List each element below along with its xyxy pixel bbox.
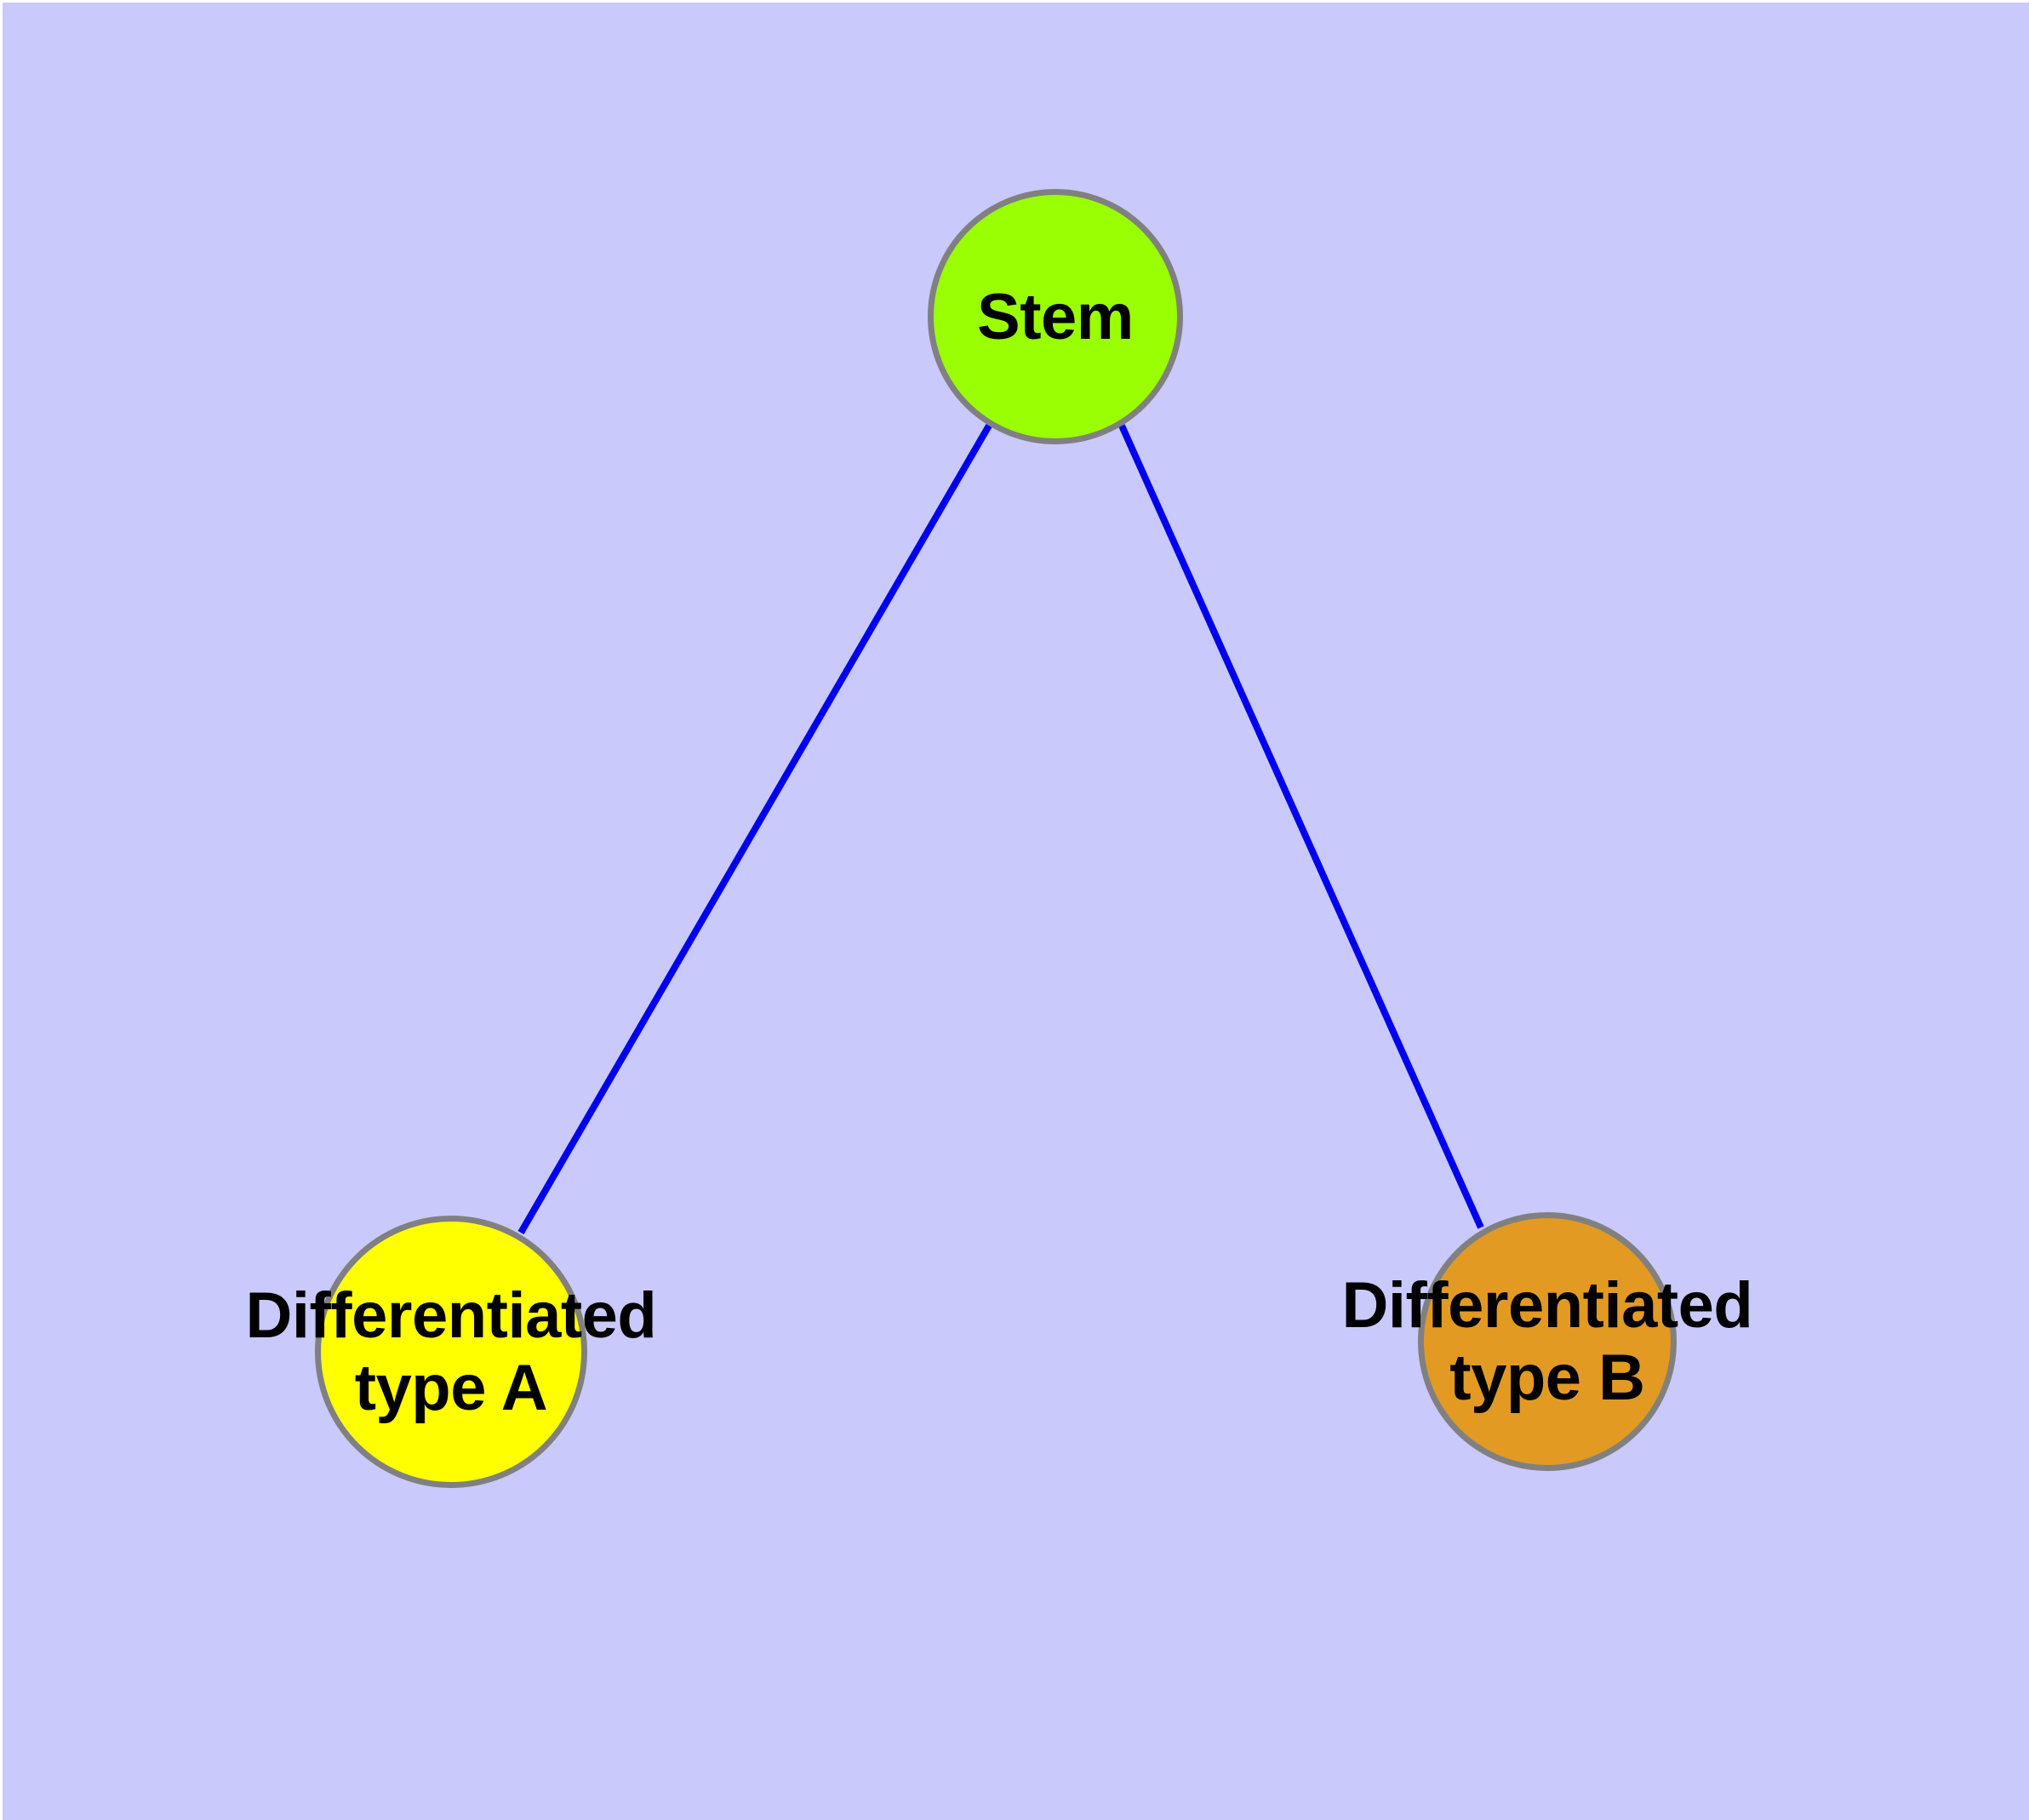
graph-edge-stem-diff_b bbox=[1118, 424, 1484, 1229]
graph-node-diff_b[interactable] bbox=[1418, 1212, 1677, 1471]
graph-edge-stem-diff_a bbox=[517, 423, 992, 1235]
graph-node-stem[interactable] bbox=[928, 189, 1183, 444]
edges-group bbox=[517, 423, 1484, 1235]
graph-node-diff_a[interactable] bbox=[315, 1216, 587, 1488]
